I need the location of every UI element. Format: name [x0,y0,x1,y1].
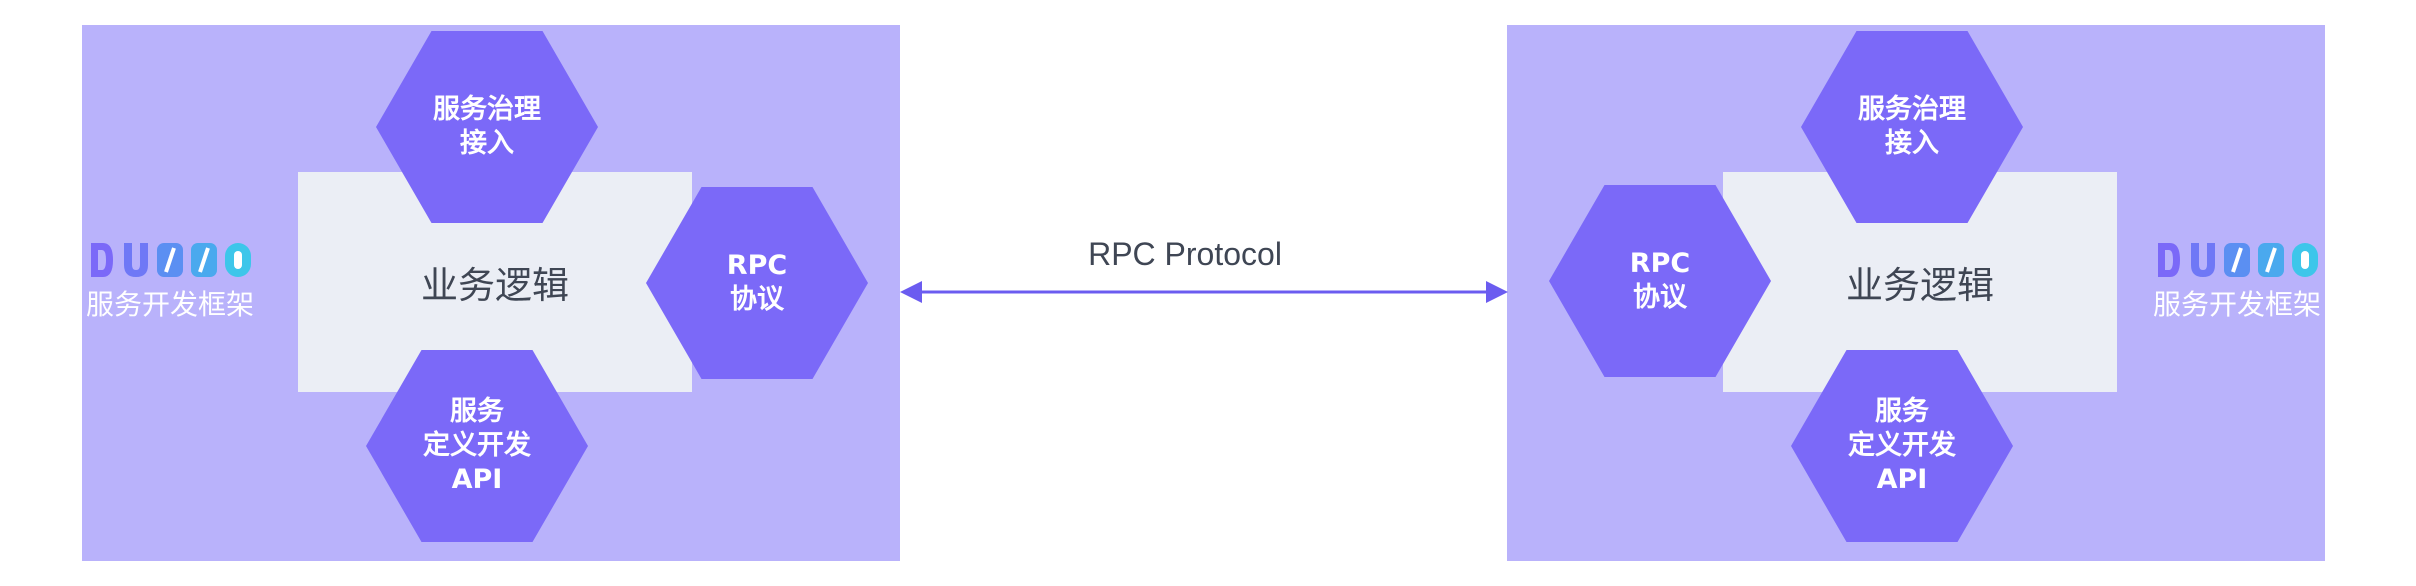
dubbo-wordmark-icon [2147,241,2327,279]
right-rpc-line1: RPC [1629,248,1691,279]
left-rpc-line1: RPC [726,250,788,281]
left-dubbo-logo: 服务开发框架 [80,241,260,323]
right-governance-line2: 接入 [1885,128,1939,159]
right-dubbo-logo: 服务开发框架 [2147,241,2327,323]
left-api-line3: API [451,464,503,495]
right-logo-caption: 服务开发框架 [2152,288,2321,321]
left-rpc-hexagon: RPC 协议 [646,187,868,379]
left-governance-line1: 服务治理 [433,94,541,125]
dubbo-wordmark-icon [80,241,260,279]
arrowhead-right-icon [1486,281,1508,303]
right-governance-line1: 服务治理 [1858,94,1966,125]
left-governance-hexagon: 服务治理 接入 [376,31,598,223]
right-api-line3: API [1876,464,1928,495]
protocol-label: RPC Protocol [1088,236,1282,272]
right-app-panel: 业务逻辑 服务治理 接入 RPC 协议 服务 定义开发 API 服务开发框架 [1507,25,2325,561]
right-rpc-line2: 协议 [1633,282,1687,313]
left-logo-caption: 服务开发框架 [85,288,254,321]
left-api-hexagon: 服务 定义开发 API [366,350,588,542]
left-api-line2: 定义开发 [423,430,531,461]
right-governance-hexagon: 服务治理 接入 [1801,31,2023,223]
left-rpc-line2: 协议 [730,284,784,315]
right-api-hexagon: 服务 定义开发 API [1791,350,2013,542]
right-api-line1: 服务 [1875,396,1929,427]
left-app-panel: 业务逻辑 服务治理 接入 RPC 协议 服务 定义开发 API 服务开发框架 [82,25,900,561]
right-rpc-hexagon: RPC 协议 [1549,185,1771,377]
left-governance-line2: 接入 [460,128,514,159]
arrowhead-left-icon [900,281,922,303]
left-api-line1: 服务 [450,396,504,427]
right-api-line2: 定义开发 [1848,430,1956,461]
